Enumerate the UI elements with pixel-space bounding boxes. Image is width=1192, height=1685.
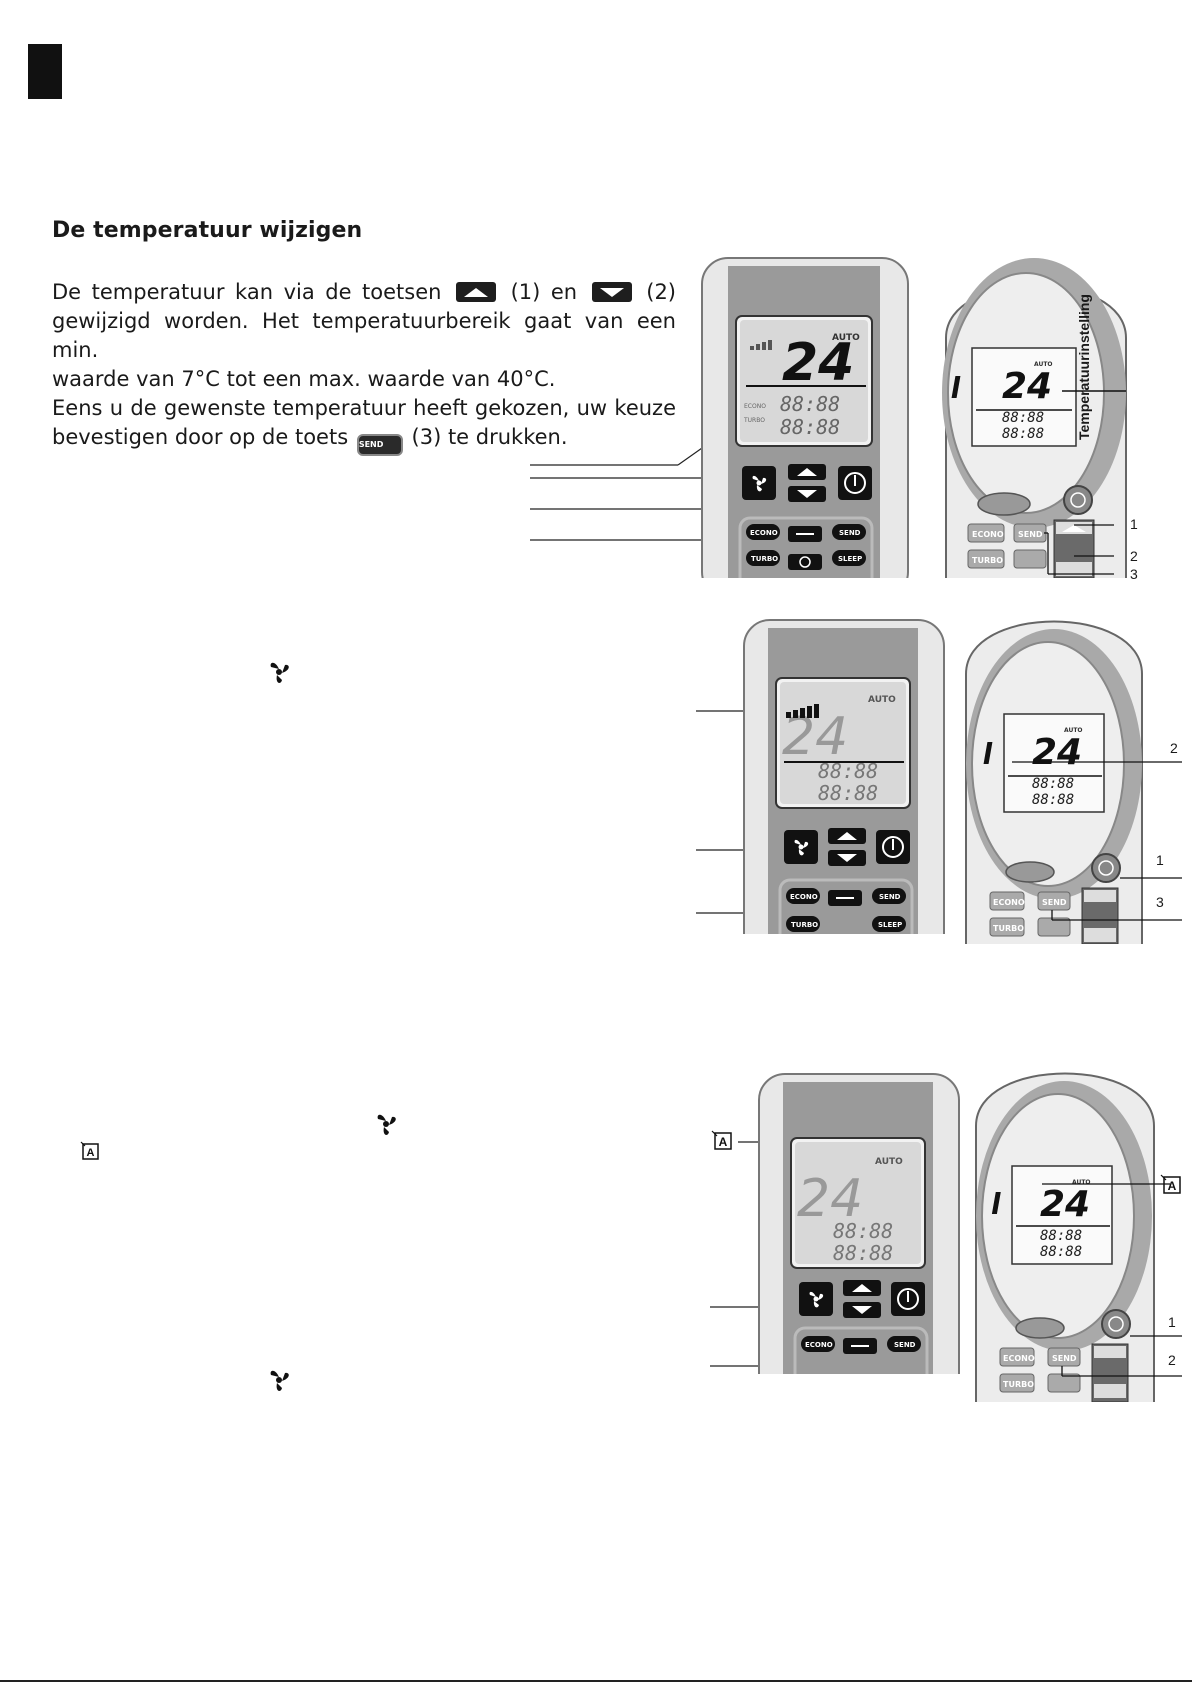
timer-digits-off: 88:88 — [833, 1241, 893, 1265]
mode-label: AUTO — [875, 1157, 903, 1167]
mode-label: AUTO — [832, 333, 860, 343]
timer-digits-off: 88:88 — [1032, 792, 1074, 808]
paragraph-line-1: De temperatuur kan via de toetsen (1) en… — [52, 278, 676, 307]
timer-digits-on: 88:88 — [1040, 1228, 1082, 1244]
paragraph-line-3: waarde van 7°C tot een max. waarde van 4… — [52, 367, 556, 391]
mode-label: AUTO — [868, 695, 896, 705]
down-button-icon — [591, 282, 632, 302]
turbo-button-label: TURBO — [1003, 1380, 1034, 1389]
callout-2: 2 — [1130, 548, 1138, 564]
timer-digits-on: 88:88 — [1002, 410, 1044, 426]
mode-label: AUTO — [1072, 1179, 1091, 1186]
temp-digits: 24 — [782, 333, 854, 393]
send-button-label: SEND — [894, 1341, 916, 1349]
remote-rect-fig1: 24 AUTO 88:88 88:88 ECONO TURBO ECONO SE… — [700, 256, 910, 578]
send-button-label: SEND — [839, 529, 861, 537]
fan-icon — [270, 662, 289, 683]
leader-lines-fig1 — [530, 440, 730, 541]
send-button-label: SEND — [879, 893, 901, 901]
paragraph-line-4: Eens u de gewenste temperatuur heeft gek… — [52, 396, 676, 420]
vertical-label: Temperatuurinstelling — [1076, 294, 1092, 440]
fan-icon — [270, 1370, 289, 1391]
up-button-icon — [456, 282, 497, 302]
text-segment: (3) te drukken. — [411, 425, 568, 449]
turbo-label: TURBO — [743, 417, 765, 424]
fan-icon — [377, 1114, 396, 1135]
page-bottom-rule — [0, 1680, 1192, 1682]
text-segment: (2) — [646, 280, 676, 304]
callout-1: 1 — [1168, 1314, 1176, 1330]
text-segment: (1) en — [510, 280, 578, 304]
callout-1: 1 — [1156, 852, 1164, 868]
turbo-button-label: TURBO — [993, 924, 1024, 933]
remote-rect-fig2: 24 AUTO 88:88 88:88 ECONO SEND TURBO SLE… — [742, 618, 947, 934]
send-button-label: SEND — [1018, 530, 1043, 539]
econo-button-label: ECONO — [993, 898, 1025, 907]
timer-digits-on: 88:88 — [833, 1219, 893, 1243]
sleep-button-label: SLEEP — [878, 921, 902, 929]
paragraph-line-2: gewijzigd worden. Het temperatuurbereik … — [52, 309, 676, 362]
paragraph-line-5: bevestigen door op de toets SEND (3) te … — [52, 423, 676, 456]
remote-oval-fig3: 24 AUTO 88:88 88:88 ECONO SEND TURBO — [972, 1066, 1182, 1402]
temp-digits: 24 — [1032, 732, 1082, 773]
econo-button-label: ECONO — [972, 530, 1004, 539]
timer-digits-on: 88:88 — [1032, 776, 1074, 792]
callout-3: 3 — [1156, 894, 1164, 910]
temp-digits: 24 — [1002, 366, 1052, 407]
mode-label: AUTO — [1034, 361, 1053, 368]
section-heading: De temperatuur wijzigen — [52, 218, 363, 243]
econo-button-label: ECONO — [790, 893, 818, 901]
svg-text:A: A — [719, 1135, 728, 1149]
turbo-button-label: TURBO — [791, 921, 818, 929]
turbo-button-label: TURBO — [751, 555, 778, 563]
callout-2: 2 — [1168, 1352, 1176, 1368]
econo-label: ECONO — [744, 403, 766, 410]
auto-fan-icon: A — [80, 1141, 99, 1160]
temp-digits: 24 — [797, 1169, 863, 1229]
text-segment: bevestigen door op de toets — [52, 425, 349, 449]
send-button-label: SEND — [1052, 1354, 1077, 1363]
callout-1: 1 — [1130, 516, 1138, 532]
temp-digits: 24 — [1040, 1184, 1090, 1225]
econo-button-label: ECONO — [750, 529, 778, 537]
timer-digits-off: 88:88 — [818, 781, 878, 805]
turbo-button-label: TURBO — [972, 556, 1003, 565]
mode-label: AUTO — [1064, 727, 1083, 734]
econo-button-label: ECONO — [805, 1341, 833, 1349]
econo-button-label: ECONO — [1003, 1354, 1035, 1363]
remote-oval-fig1: 24 AUTO 88:88 88:88 ECONO SEND TURBO — [936, 248, 1136, 578]
callout-3: 3 — [1130, 566, 1138, 582]
remote-rect-fig3: 24 AUTO 88:88 88:88 ECONO SEND — [757, 1072, 962, 1374]
timer-digits-on: 88:88 — [780, 392, 840, 416]
callout-2: 2 — [1170, 740, 1178, 756]
sleep-button-label: SLEEP — [838, 555, 862, 563]
send-button-label: SEND — [1042, 898, 1067, 907]
instruction-paragraph: De temperatuur kan via de toetsen (1) en… — [52, 278, 676, 456]
auto-fan-icon: A — [711, 1130, 732, 1150]
svg-text:A: A — [87, 1147, 95, 1159]
timer-digits-off: 88:88 — [780, 415, 840, 439]
remote-oval-fig2: 24 AUTO 88:88 88:88 ECONO SEND TURBO — [962, 614, 1192, 944]
svg-text:A: A — [1168, 1179, 1177, 1193]
text-segment: De temperatuur kan via de toetsen — [52, 280, 442, 304]
timer-digits-off: 88:88 — [1002, 426, 1044, 442]
auto-fan-icon: A — [1160, 1174, 1181, 1194]
send-button-icon: SEND — [356, 434, 403, 456]
section-tab-marker — [28, 44, 62, 99]
timer-digits-off: 88:88 — [1040, 1244, 1082, 1260]
